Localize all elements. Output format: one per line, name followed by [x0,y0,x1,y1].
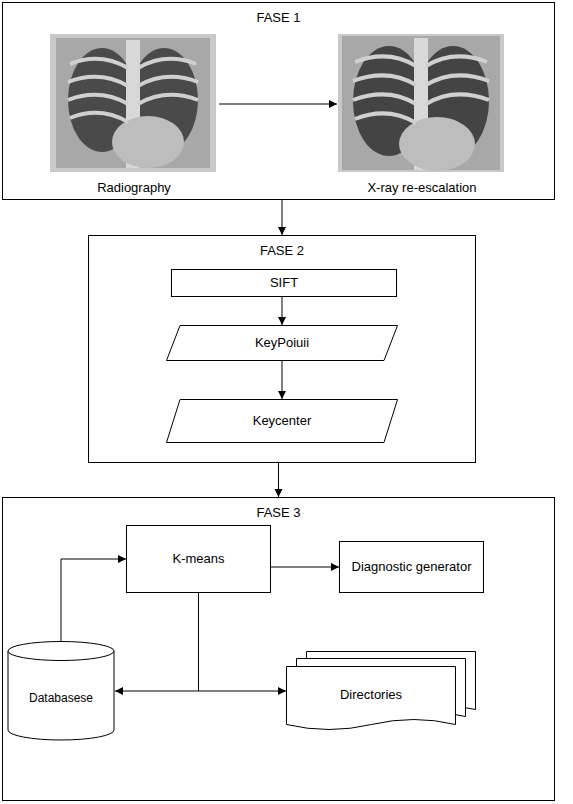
node-label: SIFT [270,275,298,291]
arrow-head [278,227,286,235]
arrow-head [115,687,123,695]
connector-arrow [271,567,339,568]
parallelogram-outline [167,400,398,443]
node-label: FASE 3 [3,505,554,521]
arrow-head [118,555,126,563]
arrow-head [275,489,283,497]
connector-arrow [115,593,199,691]
data-parallelogram: KeyPoiuii [166,325,398,361]
xray-image [50,34,216,172]
connector-arrow [219,104,337,105]
image-node: X-ray re-escalation [337,33,507,196]
multi-document: Directories [286,651,476,736]
arrow-head [329,100,337,108]
cylinder-body [8,651,114,740]
node-label: KeyPoiuii [255,335,309,351]
data-parallelogram: Keycenter [166,399,398,443]
node-label: FASE 1 [3,10,554,26]
database-cylinder: Databasese [7,641,115,741]
document-sheet [287,667,456,730]
process-box: SIFT [171,269,397,297]
node-label: Keycenter [253,413,312,429]
phase-box: FASE 2 SIFT KeyPoiuiiKeycenter [88,235,476,463]
node-label: Diagnostic generator [352,559,472,575]
connector-arrow [61,559,126,641]
connector-arrow [199,593,287,691]
node-label: K-means [172,551,224,567]
arrow-head [278,391,286,399]
node-label: FASE 2 [89,243,475,259]
process-box: K-means [126,525,271,593]
arrow-head [278,317,286,325]
phase-box: FASE 1 Radiography X-ray re-escalation [2,2,555,200]
arrow-head [331,563,339,571]
process-box: Diagnostic generator [339,541,484,593]
cylinder-top [8,642,114,661]
node-label: Directories [340,687,402,703]
node-label: Databasese [29,691,93,705]
parallelogram-outline [167,326,398,361]
node-label: Radiography [49,180,219,196]
phase-box: FASE 3 K-meansDiagnostic generatorDatabas… [2,497,555,801]
xray-image [338,34,504,172]
image-node: Radiography [49,33,219,196]
node-label: X-ray re-escalation [337,180,507,196]
arrow-head [278,687,286,695]
